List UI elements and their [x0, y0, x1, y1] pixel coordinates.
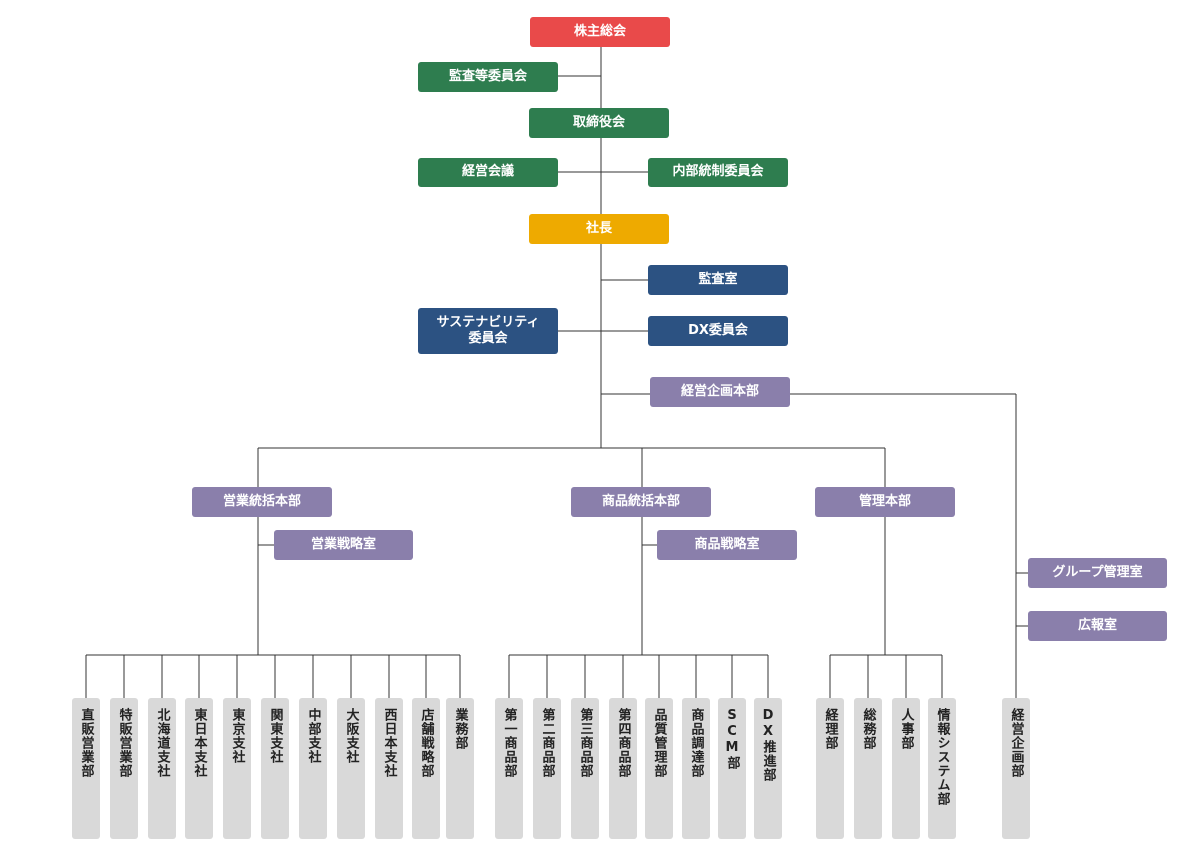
department-box: 第三商品部 [571, 698, 599, 839]
dx-committee-box: DX委員会 [648, 316, 788, 346]
department-label: 東京支社 [229, 708, 245, 764]
department-label: 第三商品部 [577, 708, 593, 778]
department-box: 業務部 [446, 698, 474, 839]
department-box: 情報システム部 [928, 698, 956, 839]
department-box: 東京支社 [223, 698, 251, 839]
department-box: 第一商品部 [495, 698, 523, 839]
department-box: 人事部 [892, 698, 920, 839]
department-label: 総務部 [860, 708, 876, 750]
department-label: 品質管理部 [651, 708, 667, 778]
sustainability-committee-box: サステナビリティ委員会 [418, 308, 558, 354]
department-label: 第二商品部 [539, 708, 555, 778]
department-box: 特販営業部 [110, 698, 138, 839]
audit-office-box: 監査室 [648, 265, 788, 295]
department-box: DX推進部 [754, 698, 782, 839]
department-label: 第四商品部 [615, 708, 631, 778]
department-box: 東日本支社 [185, 698, 213, 839]
department-box: 直販営業部 [72, 698, 100, 839]
sales-hq-box: 営業統括本部 [192, 487, 332, 517]
sales-strategy-office-box: 営業戦略室 [274, 530, 413, 560]
audit-committee-box: 監査等委員会 [418, 62, 558, 92]
department-box: 店舗戦略部 [412, 698, 440, 839]
department-label: 店舗戦略部 [418, 708, 434, 778]
department-label: 中部支社 [305, 708, 321, 764]
department-label: 業務部 [452, 708, 468, 750]
department-label: 経理部 [822, 708, 838, 750]
shareholders-meeting-box: 株主総会 [530, 17, 670, 47]
department-label: 大阪支社 [343, 708, 359, 764]
department-box: 西日本支社 [375, 698, 403, 839]
board-of-directors-box: 取締役会 [529, 108, 669, 138]
department-label: 直販営業部 [78, 708, 94, 778]
group-management-office-box: グループ管理室 [1028, 558, 1167, 588]
department-label: 経営企画部 [1008, 708, 1024, 778]
pr-office-box: 広報室 [1028, 611, 1167, 641]
department-label: DX推進部 [760, 708, 776, 782]
department-box: 経理部 [816, 698, 844, 839]
department-box: SCM部 [718, 698, 746, 839]
department-label: 関東支社 [267, 708, 283, 764]
department-label: 東日本支社 [191, 708, 207, 778]
department-label: 商品調達部 [688, 708, 704, 778]
department-label: 西日本支社 [381, 708, 397, 778]
department-box: 商品調達部 [682, 698, 710, 839]
management-meeting-box: 経営会議 [418, 158, 558, 187]
internal-control-committee-box: 内部統制委員会 [648, 158, 788, 187]
president-box: 社長 [529, 214, 669, 244]
department-box: 大阪支社 [337, 698, 365, 839]
product-strategy-office-box: 商品戦略室 [657, 530, 797, 560]
department-label: 第一商品部 [501, 708, 517, 778]
department-box: 第四商品部 [609, 698, 637, 839]
department-box: 関東支社 [261, 698, 289, 839]
department-label: 情報システム部 [934, 708, 950, 806]
department-label: SCM部 [724, 708, 740, 770]
department-label: 北海道支社 [154, 708, 170, 778]
department-box: 第二商品部 [533, 698, 561, 839]
department-box: 総務部 [854, 698, 882, 839]
department-box: 経営企画部 [1002, 698, 1030, 839]
department-label: 人事部 [898, 708, 914, 750]
department-label: 特販営業部 [116, 708, 132, 778]
admin-hq-box: 管理本部 [815, 487, 955, 517]
corporate-planning-hq-box: 経営企画本部 [650, 377, 790, 407]
department-box: 品質管理部 [645, 698, 673, 839]
department-box: 北海道支社 [148, 698, 176, 839]
product-hq-box: 商品統括本部 [571, 487, 711, 517]
department-box: 中部支社 [299, 698, 327, 839]
